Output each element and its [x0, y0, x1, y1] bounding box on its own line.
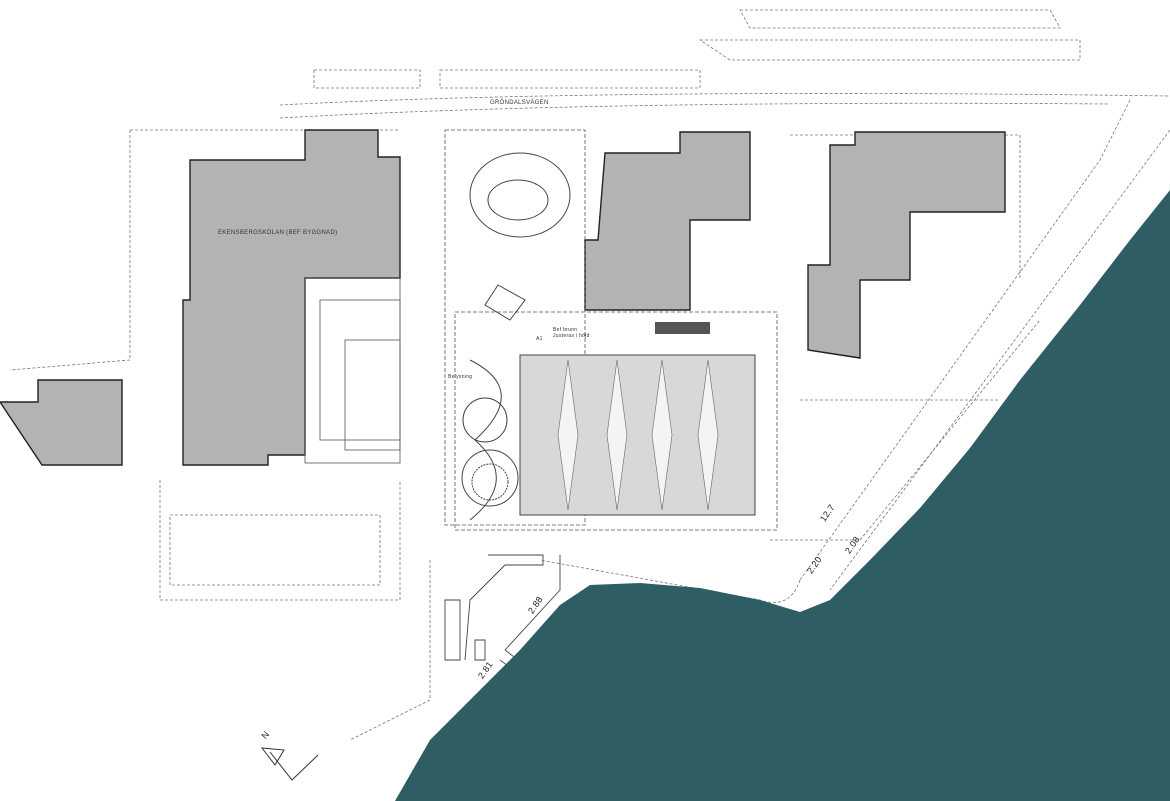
north-arrow — [260, 747, 319, 781]
lighting-label: Belysning — [448, 374, 473, 380]
west-building — [0, 379, 123, 466]
middle-building — [584, 131, 751, 311]
east-building — [807, 131, 1006, 359]
site-boundary — [444, 129, 778, 531]
school-building — [182, 129, 401, 466]
zone-label: A1 — [536, 336, 543, 342]
playground — [461, 152, 571, 521]
school-annex — [304, 277, 401, 464]
roof-structure — [519, 354, 756, 516]
well-note: Bef brunn — [553, 327, 578, 333]
school-label: EKENSBERGSKOLAN (BEF BYGGNAD) — [218, 230, 338, 236]
road-outlines — [9, 9, 1170, 741]
well-note-2: Justeras i höjd — [553, 333, 590, 339]
street-label: GRÖNDALSVÄGEN — [490, 100, 549, 106]
buildings — [0, 129, 1006, 466]
bench — [655, 322, 710, 334]
roof-diamonds — [557, 359, 719, 511]
water — [395, 190, 1170, 801]
